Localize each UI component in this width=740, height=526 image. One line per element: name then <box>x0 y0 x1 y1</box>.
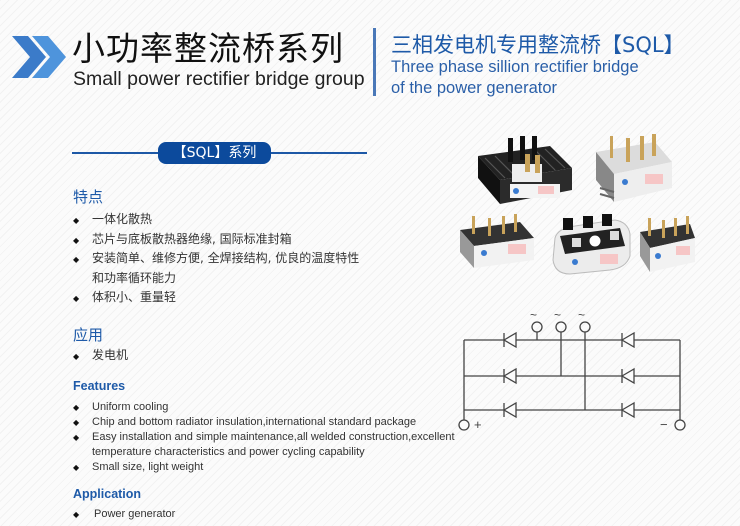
rectifier-module-icon <box>640 216 695 272</box>
product-subtitle: 三相发电机专用整流桥【SQL】 <box>391 33 685 57</box>
applications-list-zh: 发电机 <box>73 346 128 366</box>
list-item: Easy installation and simple maintenance… <box>73 430 455 460</box>
vertical-divider <box>373 28 376 96</box>
svg-text:~: ~ <box>578 308 585 322</box>
diode-icon <box>620 401 635 419</box>
svg-text:~: ~ <box>530 308 537 322</box>
features-heading-zh: 特点 <box>73 188 104 206</box>
product-subtitle-english-line2: of the power generator <box>391 79 558 97</box>
plus-label: + <box>474 417 482 432</box>
double-chevron-right-icon <box>12 36 66 78</box>
rectifier-module-icon <box>596 134 672 202</box>
list-item: 发电机 <box>73 346 128 366</box>
page-title-english: Small power rectifier bridge group <box>73 68 365 90</box>
page-title: 小功率整流桥系列 <box>72 29 344 68</box>
product-subtitle-english-line1: Three phase sillion rectifier bridge <box>391 58 639 76</box>
negative-terminal-icon <box>674 419 686 431</box>
ac-terminal-icon <box>579 321 591 333</box>
product-image <box>460 134 695 275</box>
features-list-en: Uniform cooling Chip and bottom radiator… <box>73 400 455 475</box>
list-item: 体积小、重量轻 <box>73 288 359 308</box>
diode-icon <box>502 331 517 349</box>
rectifier-module-icon <box>460 214 534 268</box>
list-item: Small size, light weight <box>73 460 455 475</box>
diode-icon <box>620 367 635 385</box>
diode-icon <box>502 401 517 419</box>
applications-list-en: Power generator <box>73 507 175 522</box>
rectifier-module-icon <box>478 136 572 204</box>
list-item: Power generator <box>73 507 175 522</box>
ac-terminal-icon <box>555 321 567 333</box>
features-heading-en: Features <box>73 379 126 393</box>
applications-heading-zh: 应用 <box>73 326 104 344</box>
svg-text:~: ~ <box>554 308 561 322</box>
list-item: Chip and bottom radiator insulation,inte… <box>73 415 455 430</box>
features-list-zh: 一体化散热 芯片与底板散热器绝缘, 国际标准封箱 安装简单、维修方便, 全焊接结… <box>73 210 359 308</box>
ac-terminal-icon <box>531 321 543 333</box>
three-phase-bridge-circuit-diagram: ~ ~ ~ + − <box>458 308 686 432</box>
series-badge: 【SQL】系列 <box>158 142 271 164</box>
diode-icon <box>620 331 635 349</box>
diode-icon <box>502 367 517 385</box>
applications-heading-en: Application <box>73 487 142 501</box>
rectifier-module-icon <box>552 214 631 275</box>
positive-terminal-icon <box>458 419 470 431</box>
minus-label: − <box>660 417 668 432</box>
list-item: Uniform cooling <box>73 400 455 415</box>
list-item: 一体化散热 <box>73 210 359 230</box>
list-item: 芯片与底板散热器绝缘, 国际标准封箱 <box>73 230 359 249</box>
